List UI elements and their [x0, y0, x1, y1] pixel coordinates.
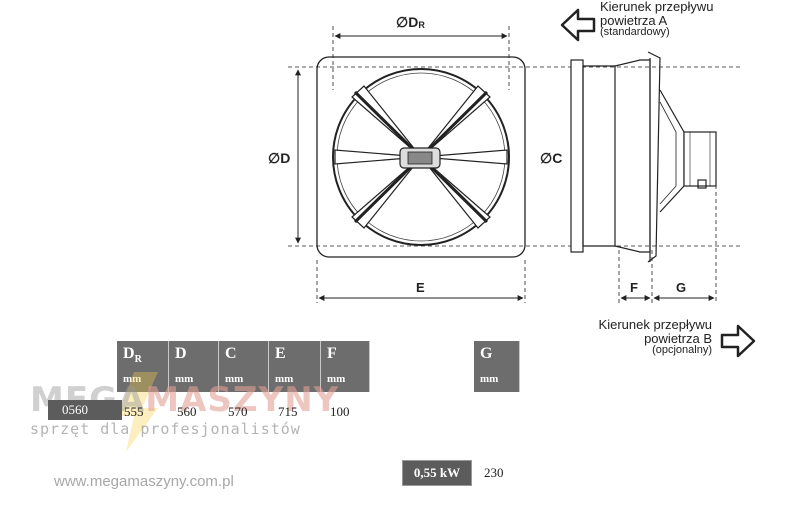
value-c: 570 — [228, 404, 248, 419]
model-number: 0560 — [48, 400, 122, 420]
power-value: 230 — [484, 465, 504, 480]
label-c: ∅C — [540, 150, 562, 166]
airflow-b-note: Kierunek przepływu powietrza B (opcjonal… — [599, 318, 712, 357]
label-d: ∅D — [268, 150, 290, 166]
fan-guard-ring — [332, 68, 510, 246]
left-arrow-outline-icon — [560, 8, 596, 42]
power-label: 0,55 kW — [402, 460, 472, 486]
airflow-b-line1: Kierunek przepływu — [598, 317, 712, 332]
label-g: G — [676, 280, 686, 295]
value-dr: 555 — [124, 404, 144, 419]
fan-side-view — [570, 51, 717, 263]
header-g: G mm — [474, 341, 520, 392]
right-arrow-outline-icon — [720, 324, 756, 358]
label-f: F — [630, 280, 638, 295]
watermark-url: www.megamaszyny.com.pl — [54, 473, 234, 490]
label-dr: ∅DR — [396, 14, 425, 30]
value-f: 100 — [330, 404, 350, 419]
header-dr: DR mm — [117, 341, 169, 392]
airflow-b-line3: (opcjonalny) — [652, 344, 712, 357]
value-d: 560 — [177, 404, 197, 419]
label-e: E — [416, 280, 425, 295]
airflow-a-line3: (standardowy) — [600, 26, 670, 39]
airflow-a-note: Kierunek przepływu powietrza A (standard… — [600, 0, 713, 39]
airflow-a-line1: Kierunek przepływu — [600, 0, 714, 14]
value-e: 715 — [278, 404, 298, 419]
header-f: F mm — [321, 341, 370, 392]
header-c: C mm — [219, 341, 269, 392]
header-d: D mm — [169, 341, 219, 392]
header-e: E mm — [269, 341, 321, 392]
watermark-tagline: sprzęt dla profesjonalistów — [30, 420, 301, 438]
airflow-b-line2: powietrza B — [644, 330, 712, 346]
airflow-a-line2: powietrza A — [600, 12, 668, 28]
fan-housing-front — [316, 56, 526, 258]
